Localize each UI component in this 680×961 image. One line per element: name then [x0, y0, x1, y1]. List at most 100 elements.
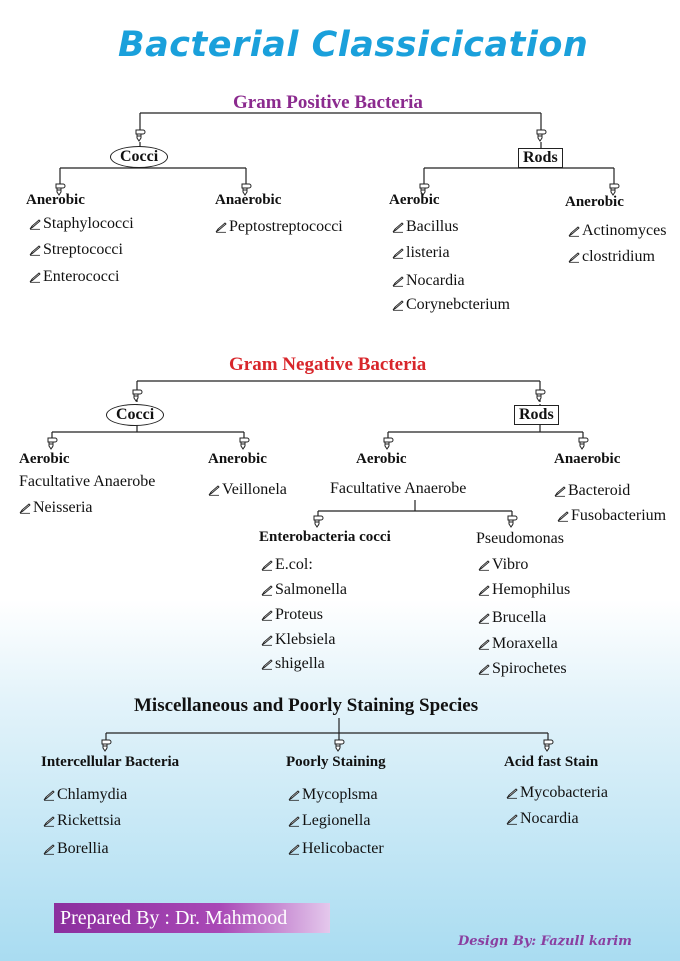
list-item: Neisseria [19, 500, 93, 516]
pencil-icon [478, 663, 490, 675]
gn-entero-label: Enterobacteria cocci [259, 529, 391, 545]
pencil-icon [478, 584, 490, 596]
gp-rods-anaerobic-label: Anerobic [565, 194, 624, 210]
pencil-icon [261, 658, 273, 670]
pencil-icon [261, 609, 273, 621]
pointer-hand-icon [535, 389, 546, 402]
pencil-icon [506, 813, 518, 825]
pencil-icon [208, 484, 220, 496]
pencil-icon [392, 247, 404, 259]
pencil-icon [568, 225, 580, 237]
pencil-icon [215, 221, 227, 233]
list-item: Nocardia [392, 273, 465, 289]
gn-rods-aerobic-label: Aerobic [356, 451, 407, 467]
list-item: Spirochetes [478, 661, 567, 677]
pointer-hand-icon [383, 437, 394, 450]
pointer-hand-icon [609, 183, 620, 196]
pencil-icon [43, 815, 55, 827]
pencil-icon [29, 244, 41, 256]
list-item: clostridium [568, 249, 655, 265]
gp-cocci-aerobic-label: Anerobic [26, 192, 85, 208]
pointer-hand-icon [507, 515, 518, 528]
gram-positive-heading: Gram Positive Bacteria [233, 92, 423, 113]
list-item: Vibro [478, 557, 528, 573]
list-item: Mycobacteria [506, 785, 608, 801]
pointer-hand-icon [543, 739, 554, 752]
gn-cocci-anaerobic-label: Anerobic [208, 451, 267, 467]
list-item: listeria [392, 245, 450, 261]
gn-cocci-aerobic-note: Facultative Anaerobe [19, 473, 156, 490]
gram-negative-cocci: Cocci [106, 404, 165, 426]
pointer-hand-icon [334, 739, 345, 752]
design-credit: Design By: Fazull karim [458, 934, 632, 949]
pointer-hand-icon [47, 437, 58, 450]
list-item: Legionella [288, 813, 370, 829]
pencil-icon [43, 789, 55, 801]
pencil-icon [288, 815, 300, 827]
misc-heading: Miscellaneous and Poorly Staining Specie… [134, 695, 479, 716]
pointer-hand-icon [241, 183, 252, 196]
misc-acidfast-label: Acid fast Stain [504, 754, 599, 770]
list-item: Streptococci [29, 242, 123, 258]
pencil-icon [557, 510, 569, 522]
misc-intercellular-label: Intercellular Bacteria [41, 754, 180, 770]
pointer-hand-icon [135, 129, 146, 142]
list-item: Bacillus [392, 219, 458, 235]
list-item: Veillonela [208, 482, 287, 498]
gp-rods-aerobic-label: Aerobic [389, 192, 440, 208]
list-item: Salmonella [261, 582, 347, 598]
list-item: Peptostreptococci [215, 219, 343, 235]
gn-cocci-aerobic-label: Aerobic [19, 451, 70, 467]
pointer-hand-icon [132, 389, 143, 402]
pointer-hand-icon [101, 739, 112, 752]
pointer-hand-icon [536, 129, 547, 142]
list-item: Hemophilus [478, 582, 570, 598]
list-item: Actinomyces [568, 223, 666, 239]
pointer-hand-icon [578, 437, 589, 450]
pencil-icon [29, 218, 41, 230]
gn-rods-aerobic-note: Facultative Anaerobe [330, 480, 467, 497]
gn-rods-anaerobic-label: Anaerobic [554, 451, 621, 467]
list-item: Nocardia [506, 811, 579, 827]
list-item: Klebsiela [261, 632, 335, 648]
list-item: Enterococci [29, 269, 119, 285]
pencil-icon [19, 502, 31, 514]
pencil-icon [506, 787, 518, 799]
list-item: Fusobacterium [557, 508, 666, 524]
list-item: Rickettsia [43, 813, 121, 829]
pencil-icon [29, 271, 41, 283]
list-item: Moraxella [478, 636, 558, 652]
list-item: Mycoplsma [288, 787, 378, 803]
pencil-icon [478, 559, 490, 571]
pencil-icon [554, 485, 566, 497]
list-item: Staphylococci [29, 216, 134, 232]
list-item: Corynebcterium [392, 297, 510, 313]
pointer-hand-icon [313, 515, 324, 528]
pencil-icon [261, 634, 273, 646]
pointer-hand-icon [55, 183, 66, 196]
list-item: Brucella [478, 610, 546, 626]
gram-negative-heading: Gram Negative Bacteria [229, 354, 427, 375]
pencil-icon [478, 638, 490, 650]
misc-poorly-label: Poorly Staining [286, 754, 386, 770]
pencil-icon [288, 789, 300, 801]
list-item: Proteus [261, 607, 323, 623]
pencil-icon [288, 843, 300, 855]
pencil-icon [568, 251, 580, 263]
page-title: Bacterial Classicication [118, 25, 589, 65]
pencil-icon [261, 559, 273, 571]
gn-pseudo-label: Pseudomonas [476, 530, 564, 547]
gram-positive-cocci: Cocci [110, 146, 169, 168]
pencil-icon [392, 299, 404, 311]
pencil-icon [261, 584, 273, 596]
pencil-icon [478, 612, 490, 624]
list-item: Bacteroid [554, 483, 630, 499]
list-item: Borellia [43, 841, 109, 857]
pointer-hand-icon [239, 437, 250, 450]
pointer-hand-icon [419, 183, 430, 196]
gram-positive-rods: Rods [518, 148, 563, 168]
list-item: shigella [261, 656, 325, 672]
pencil-icon [392, 275, 404, 287]
list-item: Helicobacter [288, 841, 384, 857]
